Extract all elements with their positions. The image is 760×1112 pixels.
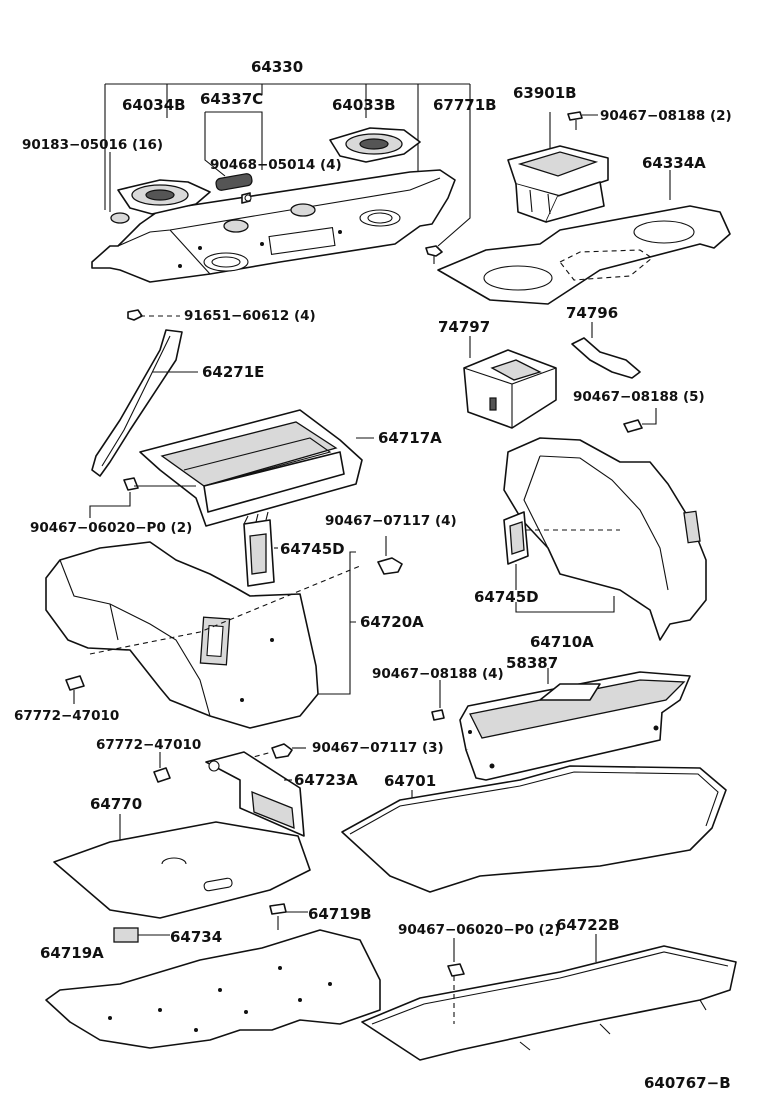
label-64770: 64770 — [90, 795, 142, 813]
screw-90467-08188-4 — [431, 680, 445, 721]
bracket-64745D-right — [503, 511, 529, 590]
bracket-74796 — [571, 322, 641, 379]
screw-91651-60612 — [127, 309, 180, 321]
scuff-plate-58387 — [459, 668, 691, 781]
side-trim-right-64710A — [503, 437, 707, 641]
screw-90467-07117-3 — [219, 743, 306, 767]
cover-64337C — [204, 111, 263, 204]
mat-64719A — [45, 929, 381, 1049]
label-64719A: 64719A — [40, 944, 104, 962]
bracket-64710A-leads — [515, 596, 615, 613]
label-90467-06020-P0-2-right: 90467−06020−P0 (2) — [398, 922, 560, 938]
floor-mat-64701 — [341, 765, 727, 893]
label-90468-05014-4: 90468−05014 (4) — [210, 157, 342, 173]
label-64701: 64701 — [384, 772, 436, 790]
speaker-grille-right-64033B — [329, 127, 421, 163]
screw-90467-08188-top — [567, 111, 598, 130]
label-64745D-right: 64745D — [474, 588, 539, 606]
label-64710A: 64710A — [530, 633, 594, 651]
label-67772-47010-mid: 67772−47010 — [96, 737, 201, 753]
label-90467-06020-P0-2-left: 90467−06020−P0 (2) — [30, 520, 192, 536]
label-64745D-left: 64745D — [280, 540, 345, 558]
label-67772-47010-left: 67772−47010 — [14, 708, 119, 724]
clip-67772-47010-left — [65, 675, 85, 704]
label-58387: 58387 — [506, 654, 558, 672]
label-90467-08188-2: 90467−08188 (2) — [600, 108, 732, 124]
side-trim-left-64720A — [45, 541, 361, 729]
label-74797: 74797 — [438, 318, 490, 336]
pad-64734 — [113, 927, 170, 943]
label-90467-07117-4: 90467−07117 (4) — [325, 513, 457, 529]
screw-90467-07117-4 — [377, 536, 403, 575]
bracket-64745D-left — [243, 511, 278, 587]
label-74796: 74796 — [566, 304, 618, 322]
diagram-code: 640767−B — [644, 1074, 731, 1092]
label-64033B: 64033B — [332, 96, 396, 114]
screw-90467-08188-5 — [623, 408, 657, 433]
label-64330: 64330 — [251, 58, 303, 76]
label-67771B: 67771B — [433, 96, 497, 114]
mat-64770 — [53, 814, 311, 919]
label-64034B: 64034B — [122, 96, 186, 114]
clip-90467-06020-right — [447, 938, 465, 1024]
clip-67771B — [425, 245, 443, 264]
label-63901B: 63901B — [513, 84, 577, 102]
label-64719B: 64719B — [308, 905, 372, 923]
label-90467-07117-3: 90467−07117 (3) — [312, 740, 444, 756]
label-64717A: 64717A — [378, 429, 442, 447]
strip-64271E — [91, 329, 198, 477]
clip-90183-05016 — [109, 152, 130, 224]
label-64722B: 64722B — [556, 916, 620, 934]
label-90183-05016-16: 90183−05016 (16) — [22, 137, 163, 153]
label-64271E: 64271E — [202, 363, 264, 381]
box-74797 — [463, 336, 557, 429]
label-90467-08188-5: 90467−08188 (5) — [573, 389, 705, 405]
clip-90467-06020-left — [89, 477, 196, 518]
clip-67772-47010-mid — [153, 752, 171, 783]
label-64734: 64734 — [170, 928, 222, 946]
label-64723A: 64723A — [294, 771, 358, 789]
label-91651-60612-4: 91651−60612 (4) — [184, 308, 316, 324]
panel-64722B — [361, 934, 737, 1061]
vent-duct-63901B — [507, 112, 609, 223]
package-tray-panel-64334A — [437, 170, 731, 305]
label-64337C: 64337C — [200, 90, 263, 108]
bracket-64723A — [205, 751, 305, 837]
tray-64717A — [139, 409, 374, 527]
label-90467-08188-4: 90467−08188 (4) — [372, 666, 504, 682]
label-64334A: 64334A — [642, 154, 706, 172]
clip-64719B — [269, 903, 308, 930]
package-tray-trim-64330 — [91, 83, 471, 283]
label-64720A: 64720A — [360, 613, 424, 631]
speaker-grille-left-64034B — [117, 179, 211, 215]
